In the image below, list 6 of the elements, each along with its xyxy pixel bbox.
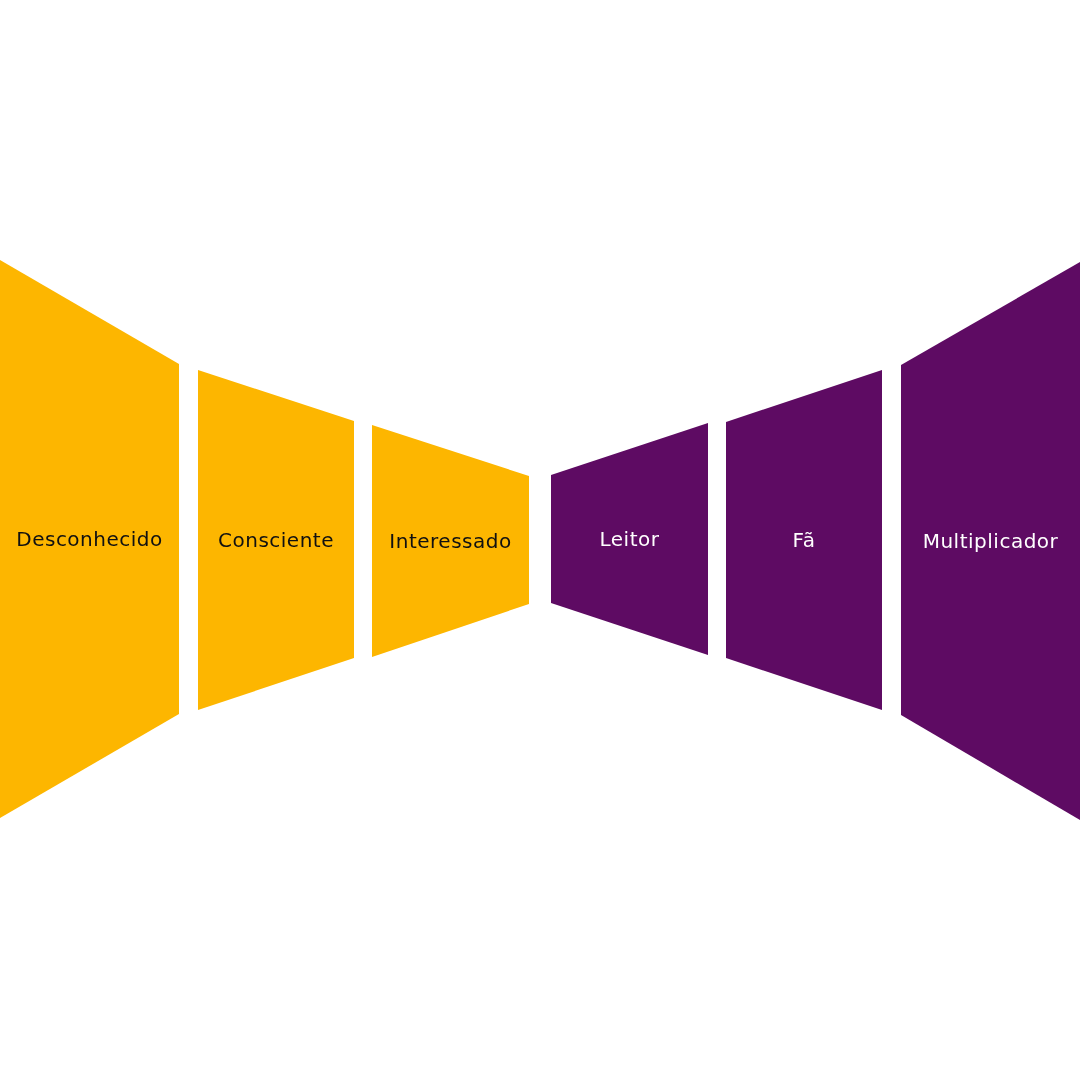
stage-label: Multiplicador [921,529,1060,553]
stage-label: Desconhecido [15,527,164,551]
stage-label: Fã [791,528,817,552]
stage-label: Interessado [388,529,513,553]
stage-label: Consciente [217,528,335,552]
stage-label: Leitor [598,527,661,551]
